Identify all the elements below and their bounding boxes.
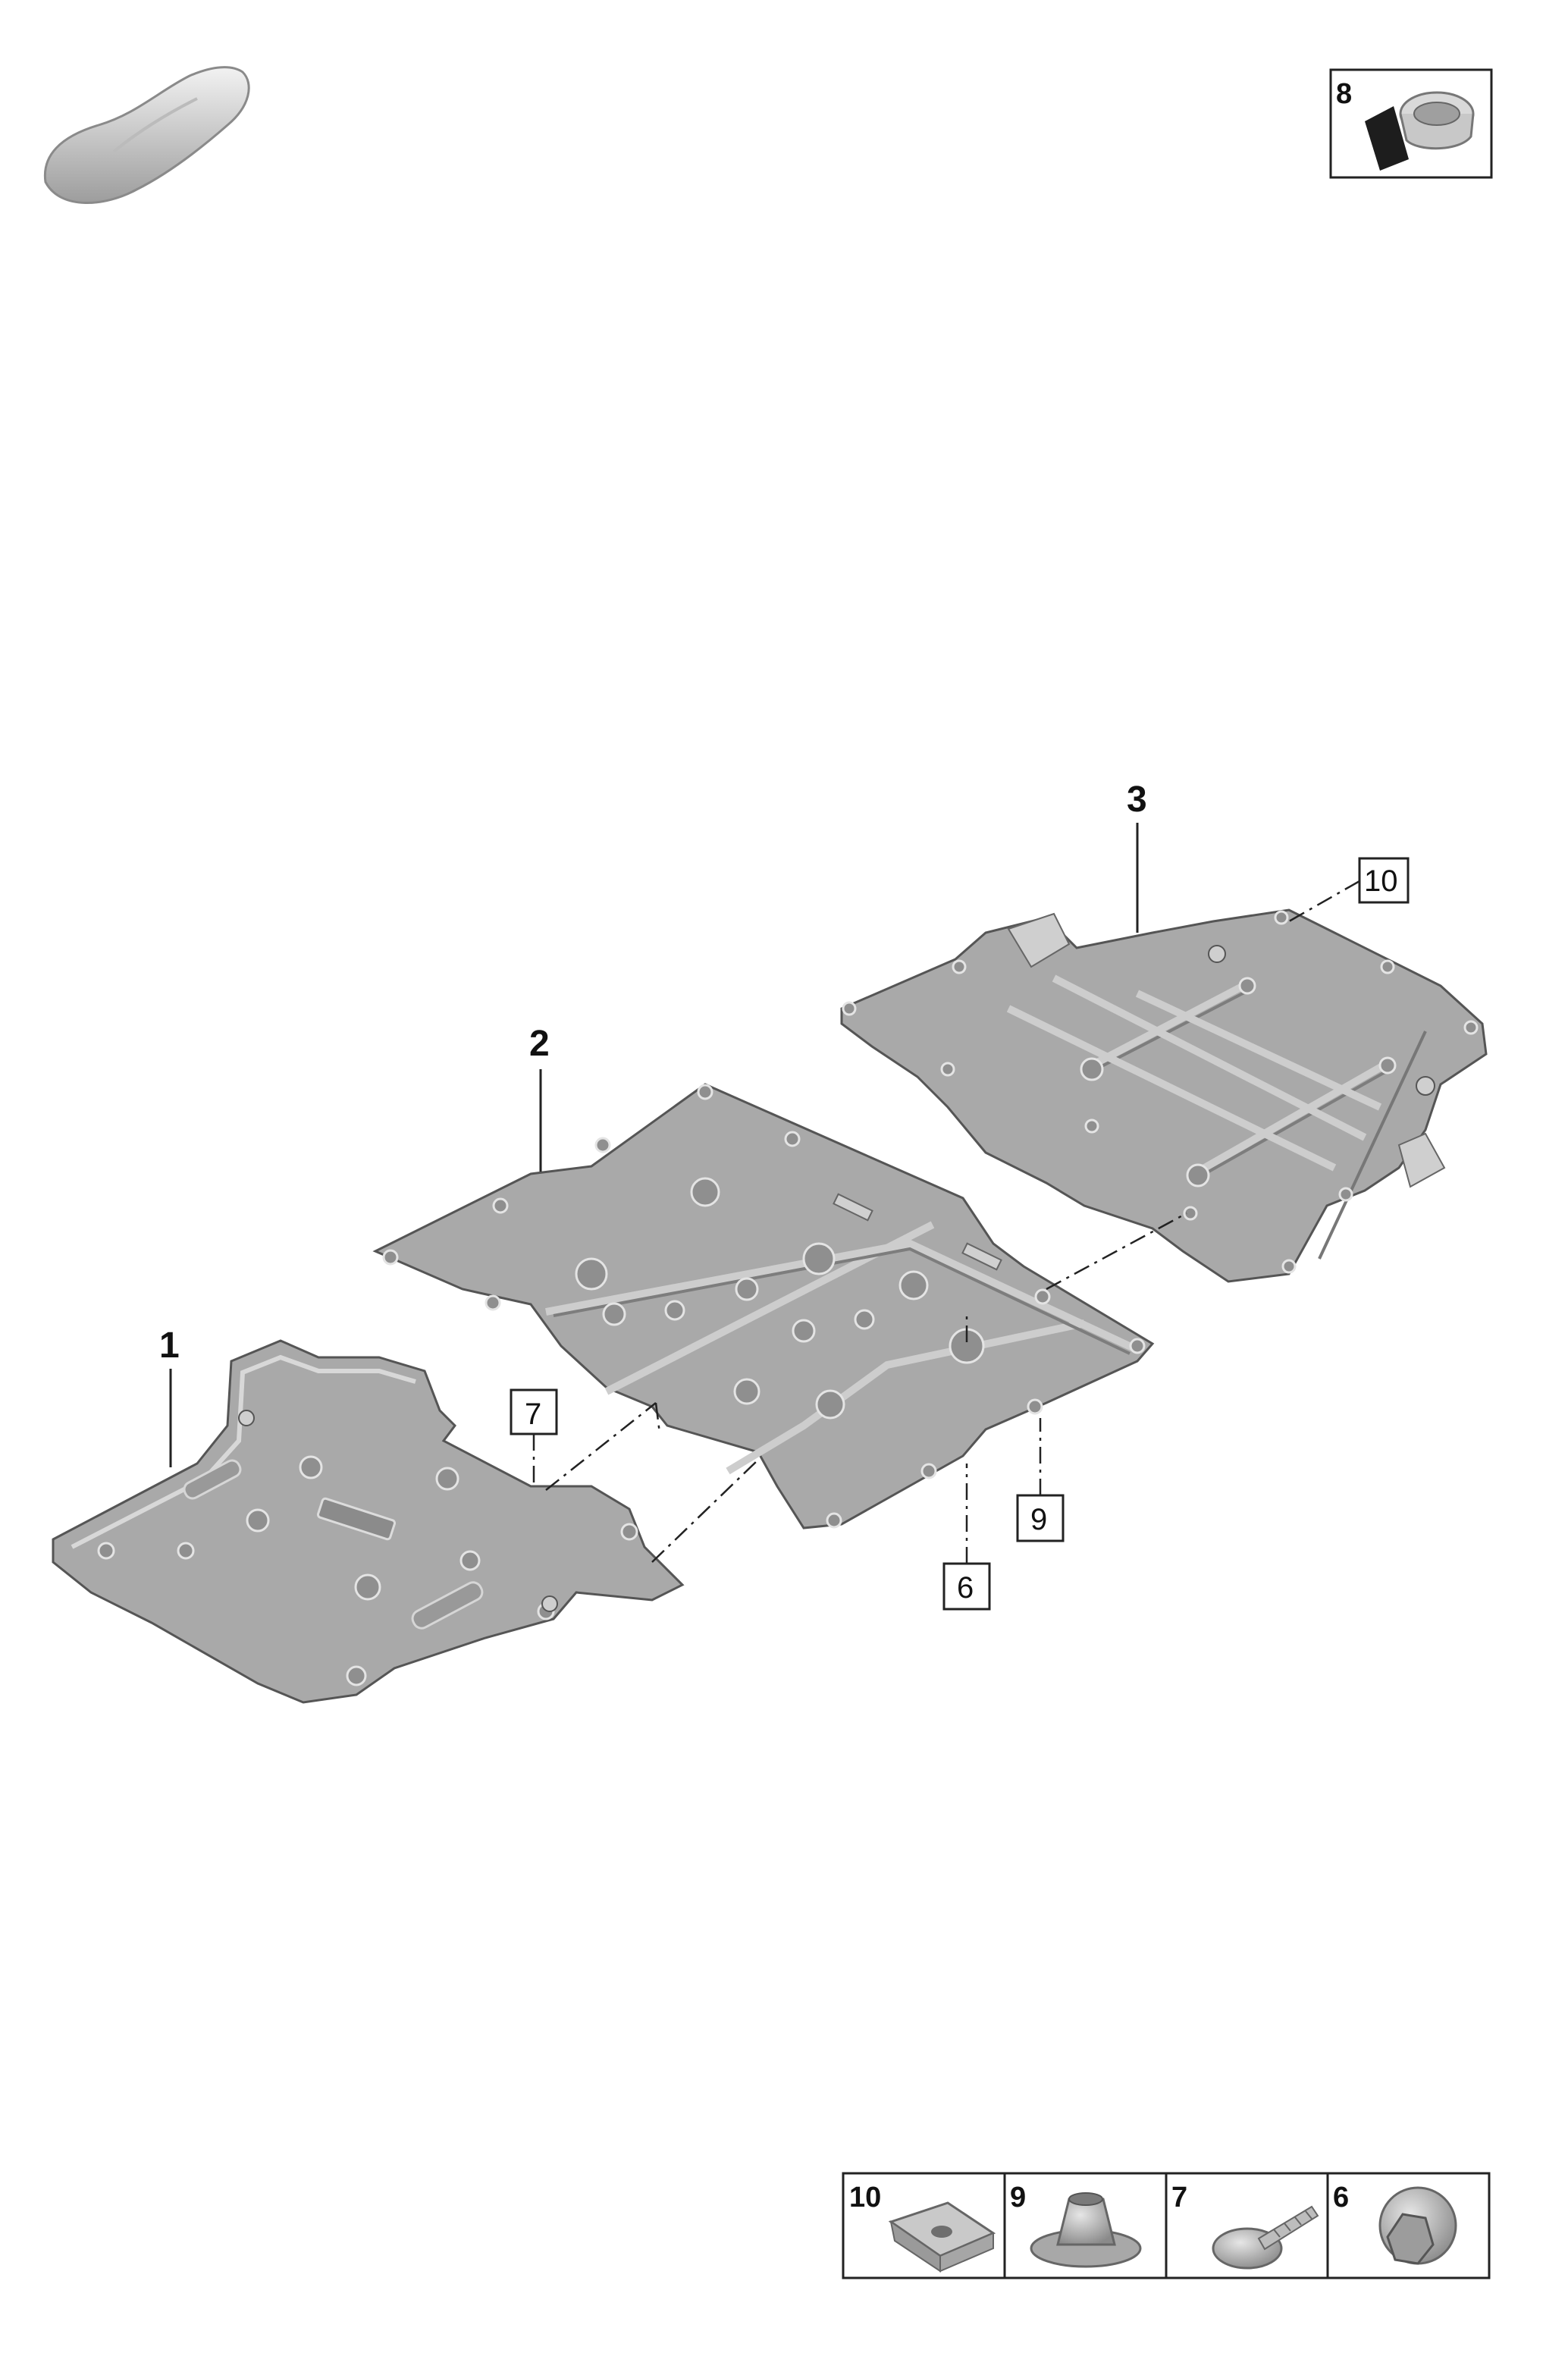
part-6-callout-box	[942, 1562, 991, 1611]
part-9-label: 9	[1030, 1503, 1047, 1536]
part-10-label: 10	[1364, 864, 1398, 898]
part-1-label: 1	[159, 1326, 180, 1366]
part-10-callout-box	[1358, 857, 1410, 904]
underbody-panel-rear	[840, 908, 1488, 1283]
part-2-label: 2	[529, 1024, 550, 1064]
table-cell-label-10: 10	[849, 2182, 881, 2213]
tapping-screw-icon	[1212, 2205, 1319, 2270]
flange-nut-icon	[1378, 2186, 1457, 2265]
clip-nut-icon	[888, 2201, 996, 2273]
expansion-nut-icon	[1030, 2192, 1142, 2268]
part-3-label: 3	[1127, 780, 1147, 820]
part-6-label: 6	[957, 1571, 974, 1605]
part-7-callout-box	[510, 1388, 558, 1435]
part-7-label: 7	[525, 1398, 541, 1431]
table-cell-label-6: 6	[1333, 2182, 1349, 2213]
table-cell-label-7: 7	[1171, 2182, 1187, 2213]
underbody-panel-center	[372, 1083, 1155, 1529]
part-8-thumbnail: 8	[1329, 68, 1493, 179]
part-8-label: 8	[1336, 78, 1352, 110]
callouts: 1 2 3 10 7 6 9	[159, 780, 1410, 1611]
grommet-seal-icon	[1365, 91, 1475, 171]
fastener-table: 10 9 7 6	[842, 2172, 1491, 2279]
car-body-icon	[43, 66, 250, 204]
underbody-panel-front	[52, 1339, 685, 1704]
table-cell-label-9: 9	[1010, 2182, 1026, 2213]
